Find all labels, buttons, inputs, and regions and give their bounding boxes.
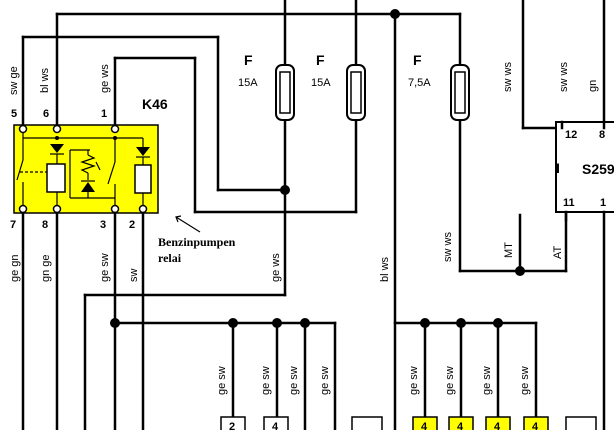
fuse-2: F 15A	[311, 52, 366, 121]
connector-box	[351, 416, 383, 430]
wire-label-sw: sw	[128, 269, 140, 283]
module-pin-8: 8	[599, 129, 605, 141]
fuse-rating: 7,5A	[408, 77, 431, 89]
pin-label-6: 6	[43, 108, 49, 120]
module-code: S259	[582, 161, 614, 177]
relay-pin-3	[110, 204, 120, 214]
wire-labels: sw ge bl ws ge ws ge gn gn ge ge sw sw g…	[8, 62, 599, 395]
relay-pin-7	[18, 204, 28, 214]
pin-label-5: 5	[11, 108, 17, 120]
relay-code: K46	[142, 96, 168, 112]
pin-label-8: 8	[42, 219, 48, 231]
fuse-letter: F	[316, 52, 325, 68]
wire-label-bl-ws: bl ws	[39, 67, 51, 93]
wire-label-bottom: ge sw	[288, 366, 300, 395]
relay-pin-1	[110, 124, 120, 134]
connector-label: 4	[494, 421, 501, 430]
top-wiring	[21, 0, 606, 430]
relay-internals	[16, 133, 152, 205]
diode-icon	[50, 144, 64, 153]
diode-icon	[136, 147, 150, 156]
wire-label-bottom: ge sw	[444, 366, 456, 395]
fuse-1: F 15A	[238, 52, 295, 121]
connector-label: 4	[421, 421, 428, 430]
resistor-icon	[80, 154, 96, 174]
fuse-element	[454, 71, 466, 114]
wire-label-sw-ws-top: sw ws	[502, 62, 514, 92]
wire-label-ge-sw: ge sw	[99, 253, 111, 282]
module-body	[555, 121, 614, 213]
wire-label-sw-ws-right: sw ws	[558, 62, 570, 92]
wire-label-sw-ws-lower: sw ws	[442, 232, 454, 262]
pin-label-7: 7	[10, 219, 16, 231]
connector-label: 2	[229, 421, 235, 430]
fuse-rating: 15A	[238, 77, 258, 89]
connector-label: 4	[457, 421, 464, 430]
fuse-element	[350, 71, 362, 114]
relay-pin-5	[18, 124, 28, 134]
connector-box	[263, 416, 289, 430]
wire-label-gn-ge: gn ge	[40, 254, 52, 282]
connector-label: 4	[272, 421, 279, 430]
connector-box-highlighted	[448, 416, 474, 430]
relay-pin-6	[52, 124, 62, 134]
pointer-arrow	[175, 216, 201, 233]
wire-label-bottom: ge sw	[408, 366, 420, 395]
connector-box	[565, 416, 597, 430]
fuse-letter: F	[244, 52, 253, 68]
wire-label-gn: gn	[587, 80, 599, 92]
wire-label-ge-ws-lower: ge ws	[270, 253, 282, 282]
pin-label-1: 1	[101, 108, 107, 120]
pointer-arrowhead	[175, 215, 182, 223]
connector-box-highlighted	[412, 416, 438, 430]
wire-label-bottom: ge sw	[260, 366, 272, 395]
relay-coil	[46, 163, 66, 193]
wire-label-bottom: ge sw	[319, 366, 331, 395]
module-pin-12: 12	[565, 129, 577, 141]
junction-dot	[280, 185, 290, 195]
relay-description-line1: Benzinpumpen	[158, 235, 236, 249]
relay-pin-2	[138, 204, 148, 214]
pin-label-3: 3	[100, 219, 106, 231]
wire-label-at: AT	[552, 245, 564, 259]
wire-label-bottom: ge sw	[519, 366, 531, 395]
wire-label-bl-ws-lower: bl ws	[379, 256, 391, 282]
wire-label-ge-gn: ge gn	[9, 254, 21, 282]
switch-contact	[107, 161, 116, 185]
switch-contact	[16, 159, 24, 181]
fuse-element	[279, 71, 291, 114]
diode-icon	[81, 182, 95, 192]
lower-wiring	[21, 211, 538, 430]
connector-box	[220, 416, 246, 430]
module-pin-11: 11	[563, 197, 575, 209]
fuse-letter: F	[413, 52, 422, 68]
connector-box-highlighted	[485, 416, 511, 430]
relay-k46: K46 5 6 1 7 8 3 2	[10, 96, 236, 265]
junction-dot	[55, 136, 59, 140]
relay-resistor	[134, 164, 152, 194]
fuse-rating: 15A	[311, 77, 331, 89]
wire-label-sw-ge: sw ge	[8, 66, 20, 95]
connector-box-highlighted	[523, 416, 549, 430]
wire-label-bottom: ge sw	[481, 366, 493, 395]
pin-label-2: 2	[129, 219, 135, 231]
junction-dot	[110, 318, 120, 328]
arrow-icon	[95, 161, 101, 171]
wire-label-mt: MT	[503, 242, 515, 258]
fuse-3: F 7,5A	[408, 52, 470, 121]
connector-label: 4	[532, 421, 539, 430]
module-prefix: I	[556, 160, 560, 176]
relay-description-line2: relai	[158, 251, 182, 265]
bottom-connectors: 2 4 4 4 4 4	[220, 416, 597, 430]
relay-pin-8	[52, 204, 62, 214]
module-pin-1: 1	[600, 197, 606, 209]
module-s259: 12 8 11 1 I S259	[555, 120, 614, 430]
wire-label-ge-ws: ge ws	[99, 64, 111, 93]
wire-label-bottom: ge sw	[216, 366, 228, 395]
